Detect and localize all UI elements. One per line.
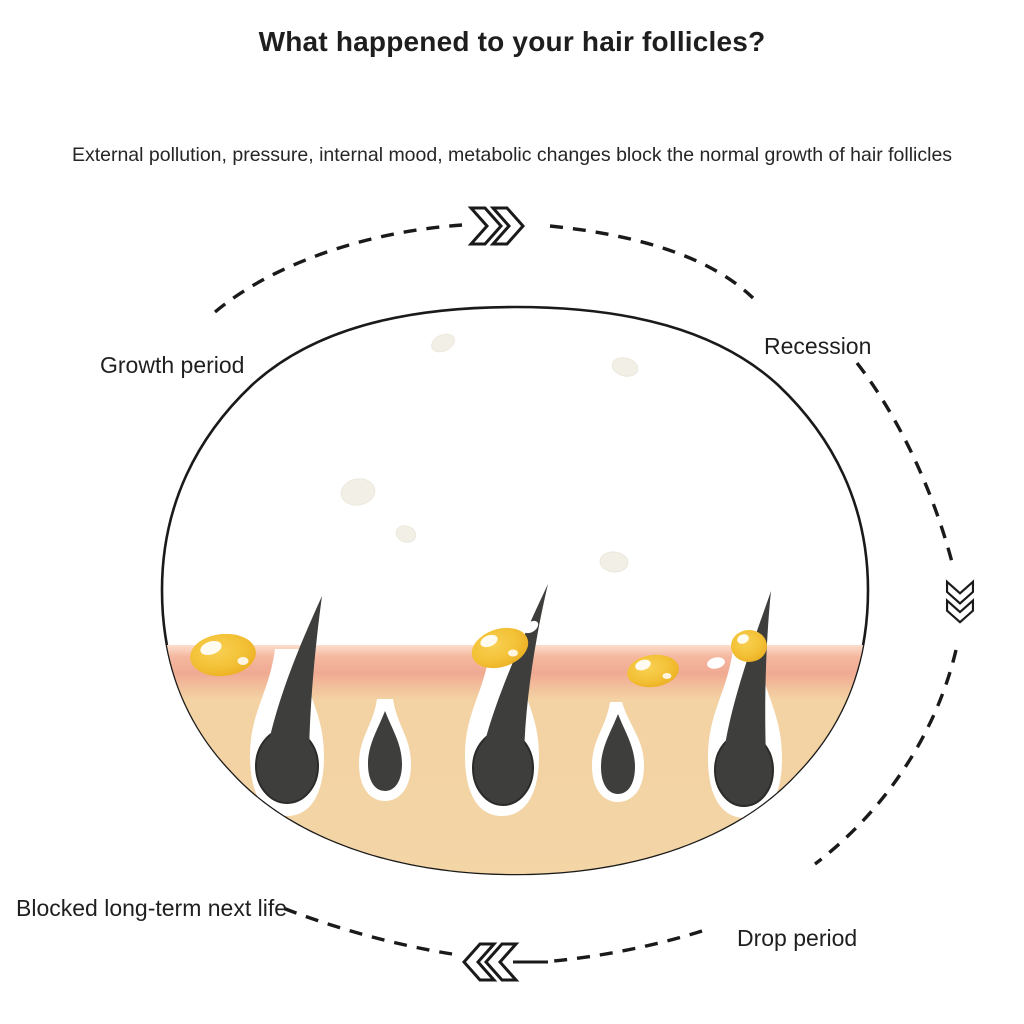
sebum-droplet bbox=[627, 654, 679, 688]
arc-bottom-left bbox=[277, 904, 453, 956]
cycle-label-blocked-long-term: Blocked long-term next life bbox=[16, 895, 288, 921]
arc-top-right bbox=[549, 224, 755, 300]
double-chevron-down-icon bbox=[945, 580, 975, 624]
arc-right-lower bbox=[813, 649, 958, 866]
surface-flecks bbox=[523, 620, 725, 669]
skin-cross-section bbox=[160, 305, 870, 876]
hairs bbox=[255, 584, 774, 807]
arc-top-left bbox=[213, 223, 463, 314]
cycle-label-growth-period: Growth period bbox=[100, 352, 245, 378]
sebum-droplets bbox=[190, 627, 767, 688]
large-hair-1 bbox=[255, 596, 322, 804]
arc-bottom-right bbox=[552, 929, 703, 963]
cycle-dashed-arcs bbox=[213, 223, 958, 964]
page-subtitle: External pollution, pressure, internal m… bbox=[71, 144, 953, 166]
double-chevron-right-icon bbox=[469, 206, 525, 246]
small-club-hair-1 bbox=[368, 711, 402, 791]
small-club-hair-2 bbox=[601, 714, 635, 794]
page-title: What happened to your hair follicles? bbox=[258, 26, 766, 57]
dandruff-specks bbox=[340, 333, 639, 573]
sebum-droplet bbox=[190, 633, 256, 677]
arc-right-upper bbox=[855, 361, 955, 567]
cycle-label-recession: Recession bbox=[764, 333, 872, 359]
cycle-label-drop-period: Drop period bbox=[737, 925, 858, 951]
sebum-droplet bbox=[731, 630, 767, 662]
double-chevron-left-icon bbox=[462, 942, 518, 982]
sebum-droplet bbox=[471, 627, 529, 669]
